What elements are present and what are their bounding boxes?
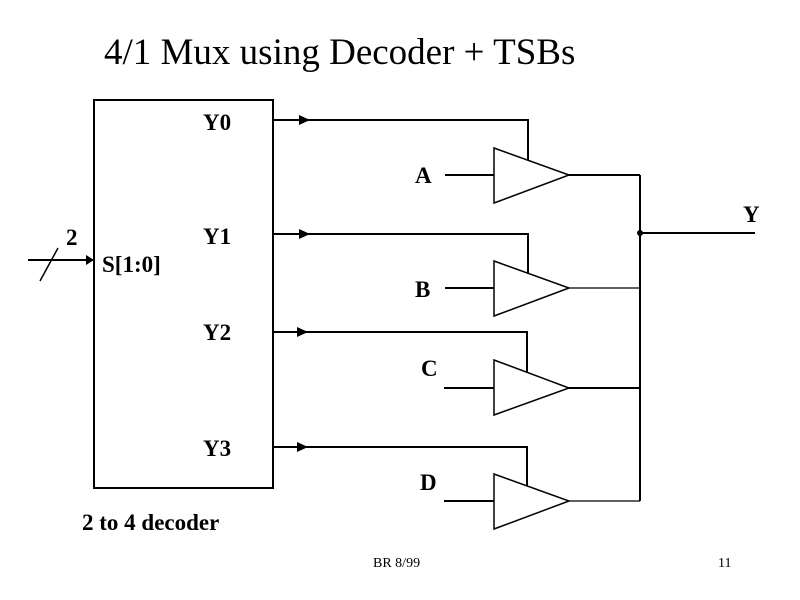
arrow-icon — [299, 229, 310, 239]
output-label-y3: Y3 — [203, 436, 231, 461]
output-label-y: Y — [743, 202, 760, 227]
arrow-icon — [297, 442, 308, 452]
bus-slash — [39, 247, 59, 282]
enable-wire-y3 — [273, 442, 528, 486]
tristate-buffer-c — [444, 358, 640, 417]
buffer-triangle-icon — [493, 146, 572, 205]
footer-center: BR 8/99 — [373, 556, 420, 571]
select-arrow-icon — [86, 255, 94, 265]
slide-title: 4/1 Mux using Decoder + TSBs — [104, 32, 575, 73]
page-number: 11 — [718, 556, 731, 571]
input-label-d: D — [420, 470, 437, 495]
tristate-buffer-a — [445, 146, 640, 205]
select-input — [28, 247, 94, 282]
input-label-c: C — [421, 356, 438, 381]
bus-width-label: 2 — [66, 225, 78, 250]
buffer-triangle-icon — [493, 358, 572, 417]
arrow-icon — [297, 327, 308, 337]
decoder-block — [93, 99, 274, 489]
input-label-a: A — [415, 163, 432, 188]
output-label-y1: Y1 — [203, 224, 231, 249]
arrow-icon — [299, 115, 310, 125]
enable-wire-y0 — [273, 115, 529, 160]
input-label-b: B — [415, 277, 430, 302]
output-label-y0: Y0 — [203, 110, 231, 135]
output-label-y2: Y2 — [203, 320, 231, 345]
select-label: S[1:0] — [102, 252, 161, 277]
buffer-triangle-icon — [493, 472, 572, 531]
tristate-buffer-d — [444, 472, 640, 531]
enable-wire-y1 — [273, 229, 529, 273]
buffer-triangle-icon — [493, 259, 572, 318]
decoder-caption: 2 to 4 decoder — [82, 510, 219, 535]
enable-wire-y2 — [273, 327, 528, 372]
tristate-buffer-b — [445, 259, 640, 318]
